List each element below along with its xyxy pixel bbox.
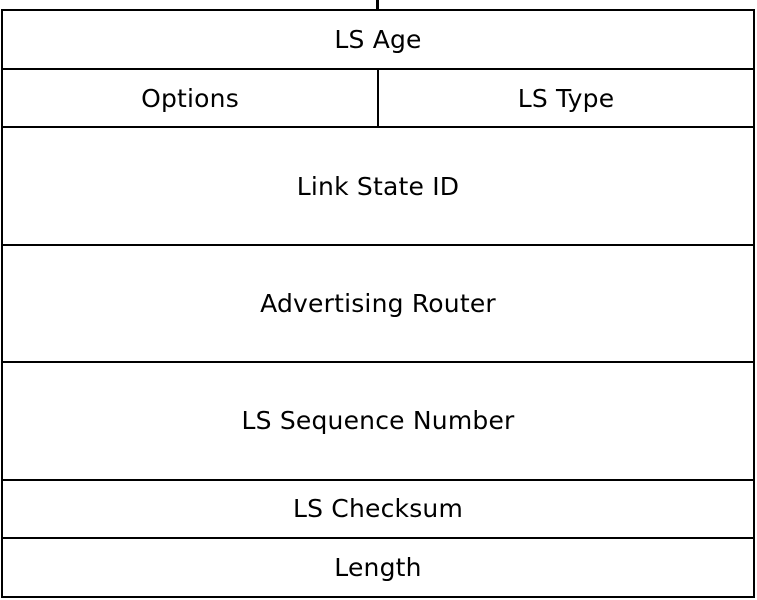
field-ls-checksum: LS Checksum <box>292 494 464 524</box>
row-options-ls-type: Options LS Type <box>3 69 753 129</box>
field-options: Options <box>141 83 239 113</box>
row-link-state-id: Link State ID <box>3 128 753 246</box>
field-link-state-id: Link State ID <box>296 171 460 201</box>
row-ls-checksum: LS Checksum <box>3 481 753 540</box>
field-length: Length <box>334 553 422 583</box>
field-ls-age: LS Age <box>334 24 422 54</box>
field-ls-sequence-number: LS Sequence Number <box>241 406 515 436</box>
field-advertising-router: Advertising Router <box>260 288 496 318</box>
field-ls-type: LS Type <box>377 69 753 127</box>
row-length: Length <box>3 539 753 596</box>
row-ls-age: LS Age <box>3 11 753 70</box>
row-ls-sequence-number: LS Sequence Number <box>3 363 753 481</box>
top-tick-mark <box>376 0 379 10</box>
lsa-header-table: LS Age Options LS Type Link State ID Adv… <box>1 9 755 598</box>
row-advertising-router: Advertising Router <box>3 246 753 364</box>
